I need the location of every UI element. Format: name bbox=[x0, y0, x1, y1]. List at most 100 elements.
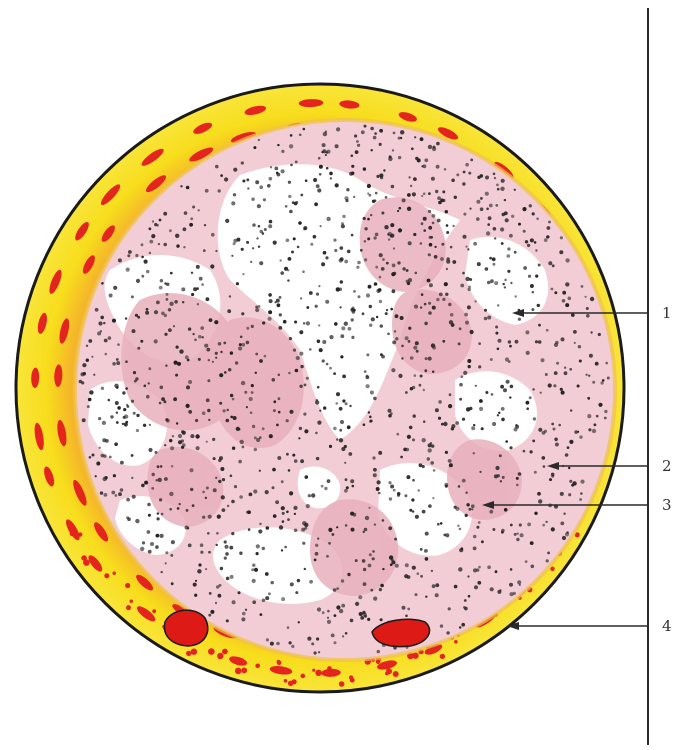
cell-dot bbox=[277, 456, 281, 460]
cell-dot bbox=[319, 165, 323, 169]
cell-dot bbox=[252, 425, 255, 428]
cell-dot bbox=[252, 247, 254, 249]
cell-dot bbox=[220, 174, 223, 177]
cell-dot bbox=[362, 312, 365, 315]
cell-dot bbox=[464, 599, 467, 602]
cell-dot bbox=[487, 565, 491, 569]
cell-dot bbox=[284, 267, 288, 271]
cell-dot bbox=[364, 370, 367, 373]
cell-dot bbox=[547, 226, 551, 230]
cell-dot bbox=[250, 261, 252, 263]
cell-dot bbox=[287, 518, 290, 521]
cell-dot bbox=[415, 515, 419, 519]
cell-dot bbox=[369, 324, 372, 327]
cell-dot bbox=[422, 465, 425, 468]
cell-dot bbox=[158, 478, 162, 482]
capsule-dot bbox=[186, 651, 191, 656]
cell-dot bbox=[297, 579, 300, 582]
cell-dot bbox=[112, 362, 116, 366]
cell-dot bbox=[206, 398, 210, 402]
cell-dot bbox=[148, 514, 151, 517]
cell-dot bbox=[134, 380, 137, 383]
cell-dot bbox=[457, 525, 459, 527]
cell-dot bbox=[217, 515, 221, 519]
cell-dot bbox=[125, 387, 128, 390]
cell-dot bbox=[231, 255, 233, 257]
cell-dot bbox=[207, 379, 210, 382]
cell-dot bbox=[494, 281, 498, 285]
cell-dot bbox=[318, 285, 320, 287]
cell-dot bbox=[195, 419, 198, 422]
cell-dot bbox=[103, 477, 107, 481]
cell-dot bbox=[336, 127, 340, 131]
cell-dot bbox=[585, 296, 587, 298]
cell-dot bbox=[486, 231, 490, 235]
cell-dot bbox=[268, 224, 272, 228]
cell-dot bbox=[525, 240, 528, 243]
cell-dot bbox=[148, 550, 152, 554]
cell-dot bbox=[152, 220, 154, 222]
cell-dot bbox=[215, 357, 217, 359]
cell-dot bbox=[286, 453, 289, 456]
cell-dot bbox=[415, 593, 418, 596]
cell-dot bbox=[452, 225, 454, 227]
cell-dot bbox=[554, 291, 557, 294]
cell-dot bbox=[448, 404, 452, 408]
cell-dot bbox=[515, 295, 517, 297]
cell-dot bbox=[269, 177, 273, 181]
cell-dot bbox=[299, 427, 302, 430]
cell-dot bbox=[208, 419, 210, 421]
cell-dot bbox=[101, 282, 104, 285]
cell-dot bbox=[525, 330, 529, 334]
cell-dot bbox=[503, 283, 505, 285]
capsule-dot bbox=[217, 653, 223, 659]
cell-dot bbox=[481, 540, 484, 543]
cell-dot bbox=[501, 407, 505, 411]
cell-dot bbox=[459, 327, 462, 330]
cell-dot bbox=[329, 367, 332, 370]
cell-dot bbox=[420, 575, 423, 578]
cell-dot bbox=[468, 172, 471, 175]
cell-dot bbox=[210, 264, 214, 268]
capsule-dot bbox=[301, 674, 306, 679]
cell-dot bbox=[400, 130, 404, 134]
cell-dot bbox=[233, 193, 236, 196]
cell-dot bbox=[117, 406, 121, 410]
cell-dot bbox=[424, 549, 428, 553]
cell-dot bbox=[145, 311, 149, 315]
cell-dot bbox=[327, 610, 330, 613]
cell-dot bbox=[195, 580, 197, 582]
cell-dot bbox=[445, 533, 449, 537]
cell-dot bbox=[364, 528, 368, 532]
cell-dot bbox=[408, 278, 412, 282]
cell-dot bbox=[303, 413, 306, 416]
cell-dot bbox=[379, 173, 383, 177]
cell-dot bbox=[142, 541, 145, 544]
cell-dot bbox=[366, 375, 369, 378]
cell-dot bbox=[434, 255, 438, 259]
cell-dot bbox=[179, 349, 183, 353]
cell-dot bbox=[233, 416, 237, 420]
cell-dot bbox=[458, 342, 461, 345]
cell-dot bbox=[407, 608, 410, 611]
cell-dot bbox=[309, 348, 312, 351]
cell-dot bbox=[207, 409, 210, 412]
cell-dot bbox=[353, 196, 355, 198]
cell-dot bbox=[272, 486, 275, 489]
cell-dot bbox=[169, 492, 173, 496]
cell-dot bbox=[103, 322, 105, 324]
cell-dot bbox=[360, 616, 364, 620]
cell-dot bbox=[489, 510, 493, 514]
cell-dot bbox=[333, 239, 336, 242]
cell-dot bbox=[290, 134, 293, 137]
cell-dot bbox=[346, 188, 349, 191]
cell-dot bbox=[548, 221, 551, 224]
cell-dot bbox=[433, 469, 436, 472]
cell-dot bbox=[336, 438, 338, 440]
cell-dot bbox=[442, 190, 445, 193]
cell-dot bbox=[267, 184, 271, 188]
cell-dot bbox=[276, 424, 279, 427]
cell-dot bbox=[551, 423, 554, 426]
cell-dot bbox=[527, 244, 530, 247]
cell-dot bbox=[358, 295, 361, 298]
